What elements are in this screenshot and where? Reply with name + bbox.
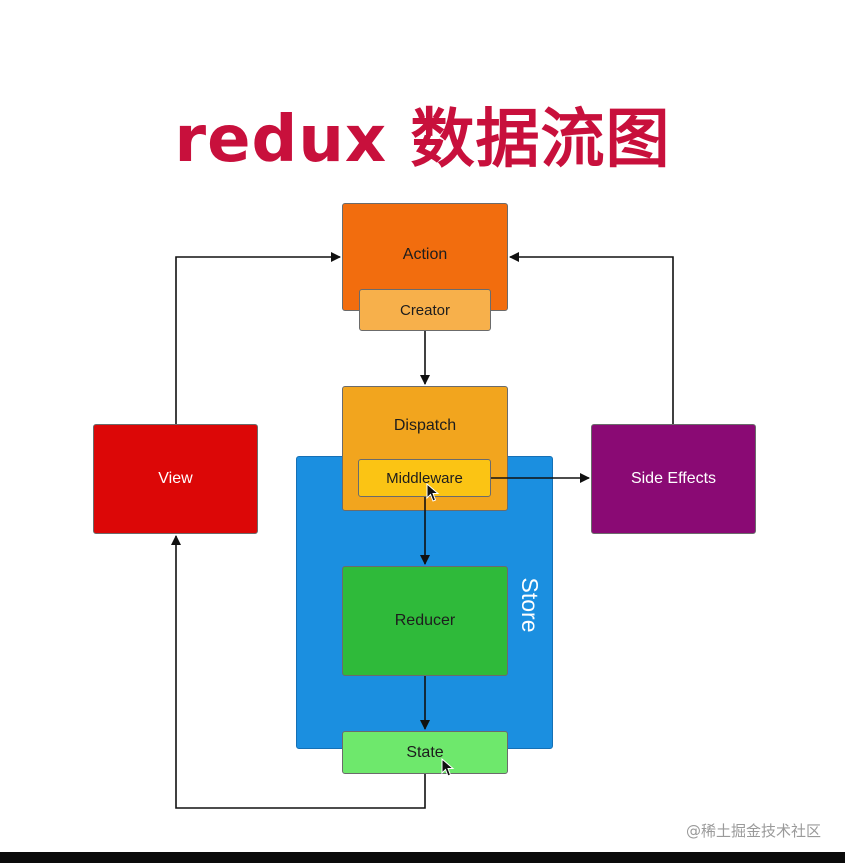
creator-node: Creator [359, 289, 491, 331]
bottom-bar [0, 852, 845, 863]
reducer-node: Reducer [342, 566, 508, 676]
mouse-cursor-icon [441, 758, 455, 777]
arrow-view-to-action [175, 252, 341, 424]
arrow-state-to-view [171, 535, 426, 809]
side-effects-node: Side Effects [591, 424, 756, 534]
state-node: State [342, 731, 508, 774]
middleware-node: Middleware [358, 459, 491, 497]
view-node: View [93, 424, 258, 534]
mouse-cursor-icon [426, 483, 440, 502]
arrow-side-effects-to-action [509, 252, 674, 424]
watermark: @稀土掘金技术社区 [685, 822, 821, 840]
diagram-title: redux 数据流图 [174, 103, 671, 177]
